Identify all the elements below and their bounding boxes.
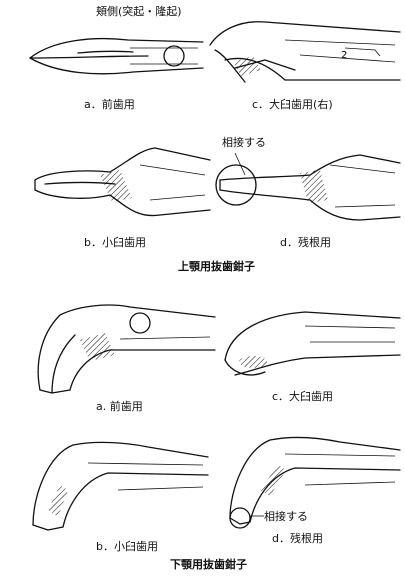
- lower-caption: 下顎用抜歯鉗子: [170, 558, 247, 571]
- lower-premolar-forceps-illustration: [28, 435, 208, 535]
- beak-annotation-label: 頬側(突起・隆起): [96, 5, 182, 18]
- upper-label-a: a．前歯用: [84, 98, 135, 111]
- upper-label-c: c．大臼歯用(右): [252, 98, 333, 111]
- upper-premolar-forceps-illustration: [30, 140, 210, 225]
- upper-label-b: b．小臼歯用: [84, 236, 146, 249]
- lower-adjacent-annotation: 相接する: [264, 510, 308, 523]
- lower-label-c: c．大臼歯用: [272, 390, 333, 403]
- upper-label-d: d．残根用: [280, 236, 331, 249]
- lower-molar-forceps-illustration: [215, 300, 400, 385]
- upper-root-forceps-illustration: [210, 145, 400, 230]
- upper-molar-forceps-illustration: 2: [205, 10, 400, 95]
- lower-label-a: a. 前歯用: [96, 400, 143, 413]
- svg-text:2: 2: [341, 50, 347, 61]
- lower-label-b: b．小臼歯用: [96, 540, 158, 553]
- lower-label-d: d．残根用: [272, 532, 323, 545]
- lower-anterior-forceps-illustration: [30, 295, 215, 400]
- upper-caption: 上顎用抜歯鉗子: [178, 260, 255, 273]
- upper-anterior-forceps-illustration: [18, 18, 203, 88]
- lower-root-forceps-illustration: [220, 430, 400, 530]
